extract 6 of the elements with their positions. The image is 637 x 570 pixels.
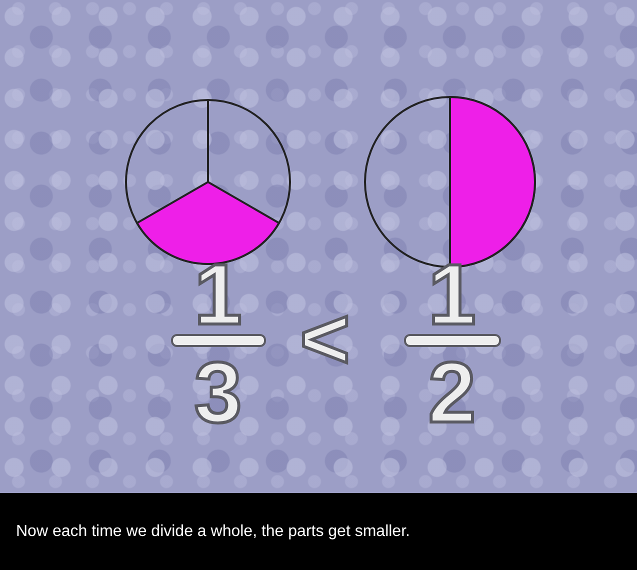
caption-text: Now each time we divide a whole, the parts get smaller. <box>16 523 410 541</box>
less-than-sign: < <box>298 296 352 382</box>
fraction-denominator: 2 <box>427 350 477 436</box>
fraction-numerator: 1 <box>193 252 243 338</box>
fraction-numerator: 1 <box>427 252 477 338</box>
fraction-denominator: 3 <box>193 350 243 436</box>
